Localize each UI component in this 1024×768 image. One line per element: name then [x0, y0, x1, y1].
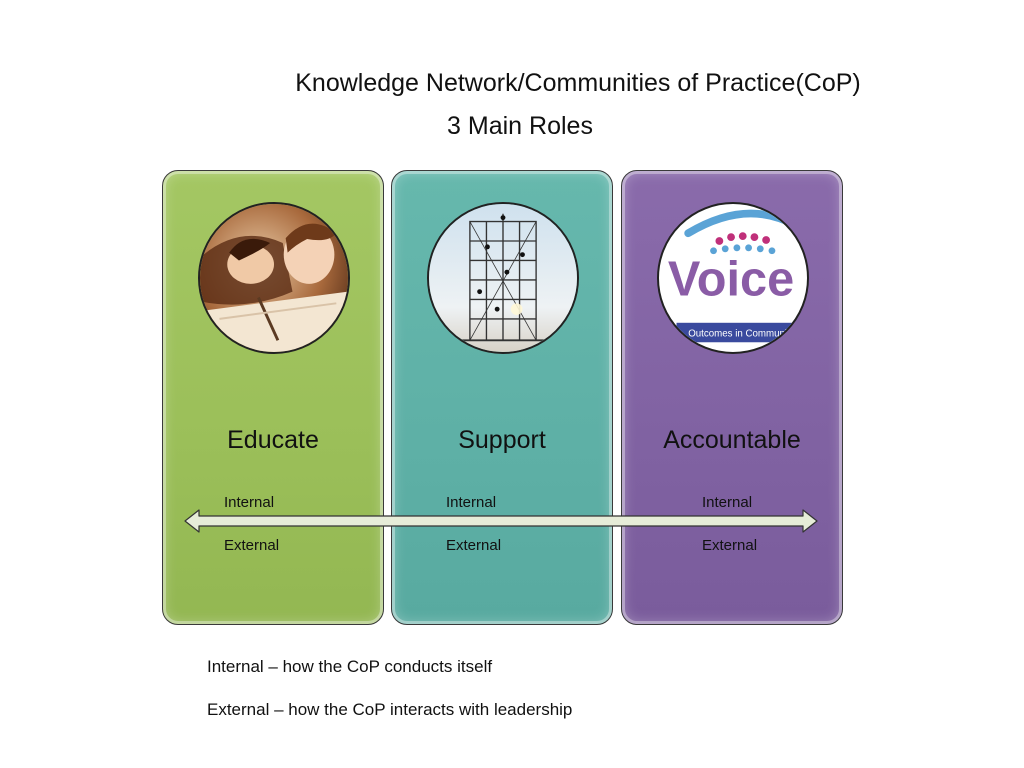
legend-external: External – how the CoP interacts with le… [207, 700, 573, 719]
voice-logo-tagline: Outcomes in Community Eng [688, 328, 807, 339]
voice-logo-wordmark: Voice [668, 253, 794, 307]
voice-logo-image: Voice Outcomes in Community Eng [668, 209, 807, 343]
double-headed-arrow [184, 509, 818, 533]
role-label-accountable: Accountable [663, 426, 801, 454]
support-external-label: External [446, 537, 502, 554]
role-panel-support: Support Internal External [391, 170, 613, 625]
educate-external-label: External [224, 537, 280, 554]
accountable-external-label: External [702, 537, 758, 554]
educate-internal-label: Internal [224, 494, 275, 511]
title-line-1: Knowledge Network/Communities of Practic… [295, 69, 861, 97]
role-label-support: Support [458, 426, 546, 454]
support-internal-label: Internal [446, 494, 497, 511]
scaffolding-tower-image [429, 204, 577, 352]
scaffolding-tower-photo [427, 202, 579, 354]
role-panel-educate: Educate Internal External [162, 170, 384, 625]
accountable-internal-label: Internal [702, 494, 753, 511]
voice-logo: Voice Outcomes in Community Eng [657, 202, 809, 354]
role-panel-accountable: Voice Outcomes in Community Eng Accounta… [621, 170, 843, 625]
students-photo-image [200, 204, 348, 352]
legend-internal: Internal – how the CoP conducts itself [207, 657, 493, 676]
title-line-2: 3 Main Roles [447, 112, 593, 140]
students-photo [198, 202, 350, 354]
role-label-educate: Educate [227, 426, 319, 454]
